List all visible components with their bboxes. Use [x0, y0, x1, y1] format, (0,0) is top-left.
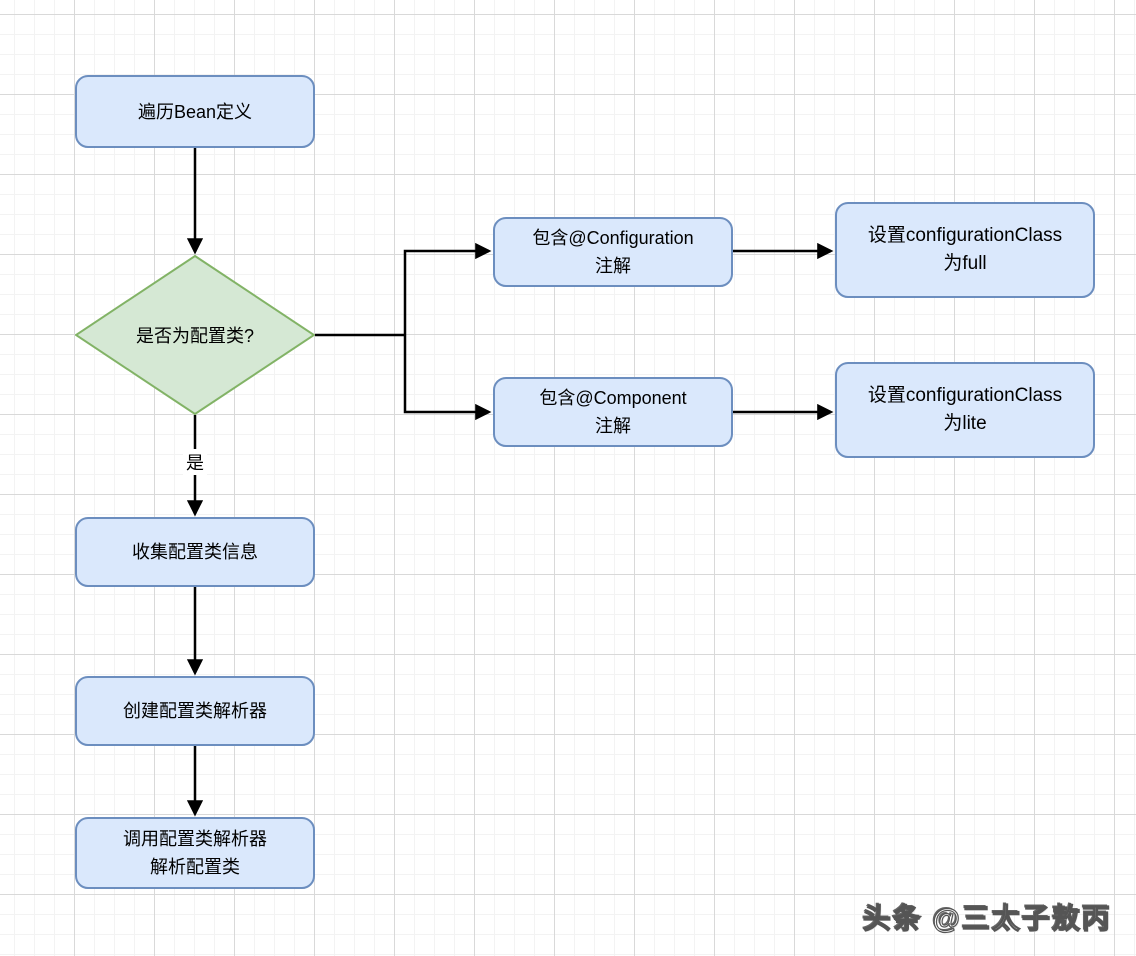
node-label: 设置configurationClass 为full — [867, 225, 1063, 274]
node-create-config-class-parser: 创建配置类解析器 — [75, 676, 315, 746]
node-label: 创建配置类解析器 — [123, 701, 267, 721]
node-label: 收集配置类信息 — [132, 542, 258, 562]
node-invoke-config-class-parser: 调用配置类解析器 解析配置类 — [75, 817, 315, 889]
node-label: 包含@Component 注解 — [539, 388, 687, 436]
node-label: 设置configurationClass 为lite — [867, 385, 1063, 434]
node-label: 是否为配置类? — [135, 326, 254, 346]
node-contains-configuration-annotation: 包含@Configuration 注解 — [493, 217, 733, 287]
watermark-toutiao-author: 头条 @三太子敖丙 — [862, 902, 1112, 934]
node-label: 遍历Bean定义 — [137, 101, 253, 122]
decision-diamond-shape — [75, 255, 315, 415]
node-label: 调用配置类解析器 解析配置类 — [123, 829, 267, 877]
edge-label-yes: 是 — [183, 449, 207, 475]
node-collect-config-class-info: 收集配置类信息 — [75, 517, 315, 587]
edge-junction-to-component — [403, 335, 492, 421]
node-label: 包含@Configuration 注解 — [532, 228, 694, 276]
edge-junction-to-configuration — [403, 242, 492, 335]
node-decision-is-config-class: 是否为配置类? — [75, 255, 315, 415]
node-contains-component-annotation: 包含@Component 注解 — [493, 377, 733, 447]
node-traverse-bean-definitions: 遍历Bean定义 — [75, 75, 315, 148]
node-set-configuration-class-lite: 设置configurationClass 为lite — [835, 362, 1095, 458]
node-set-configuration-class-full: 设置configurationClass 为full — [835, 202, 1095, 298]
